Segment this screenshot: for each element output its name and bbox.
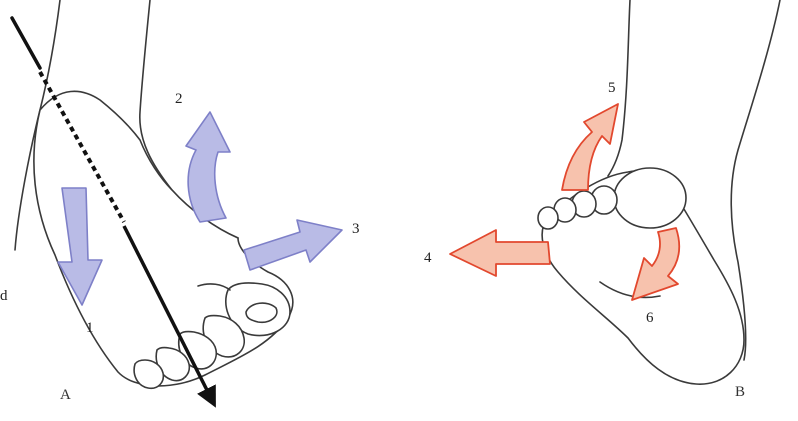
axis-line-top (12, 18, 40, 68)
panel-label-a: A (60, 387, 71, 403)
label-6: 6 (646, 310, 654, 326)
label-4: 4 (424, 250, 432, 266)
panel-b: 4 5 6 B (424, 0, 780, 400)
panel-label-b: B (735, 384, 745, 400)
label-2: 2 (175, 91, 183, 107)
motion-arrow-3 (244, 220, 342, 270)
motion-arrow-2 (186, 112, 230, 222)
label-1: 1 (86, 320, 94, 336)
label-3: 3 (352, 221, 360, 237)
toe-b-5 (538, 207, 558, 229)
toe-b-big (614, 168, 686, 228)
edge-letter: d (0, 288, 8, 304)
label-5: 5 (608, 80, 616, 96)
leg-b-right (731, 0, 780, 360)
motion-arrow-4 (450, 230, 550, 276)
panel-a: 1 2 3 A d (0, 0, 360, 404)
